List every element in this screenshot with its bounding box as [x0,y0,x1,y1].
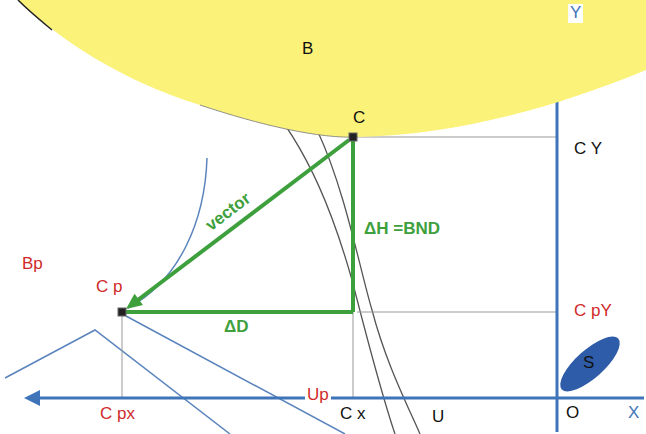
point-cp: C p [118,308,126,316]
region-b: B [0,0,646,145]
delta-label: ΔH =BND [362,220,442,239]
shape [349,133,357,141]
edge-label: vector [202,189,254,235]
coordinate-label: C pY [572,302,614,321]
axis-label: X [626,404,641,423]
curve-label: U [430,408,446,427]
origin-label: O [564,404,581,423]
vector-arrow [126,140,349,309]
delta-label: ΔD [222,318,251,337]
coordinate-label: C Y [572,140,604,159]
region-label: Bp [20,255,45,274]
node-label: S [583,354,594,373]
region-label: Up [305,386,331,405]
point-c: C [349,133,357,141]
coordinate-label: C px [98,405,137,424]
axis-label: Y [568,4,583,23]
coordinate-label: C x [338,405,368,424]
ellipse-s: S [552,330,626,396]
shape [0,0,646,145]
node-label: C [353,109,365,128]
shape [118,308,126,316]
node-label: C p [96,278,122,297]
node-label: B [302,40,313,59]
